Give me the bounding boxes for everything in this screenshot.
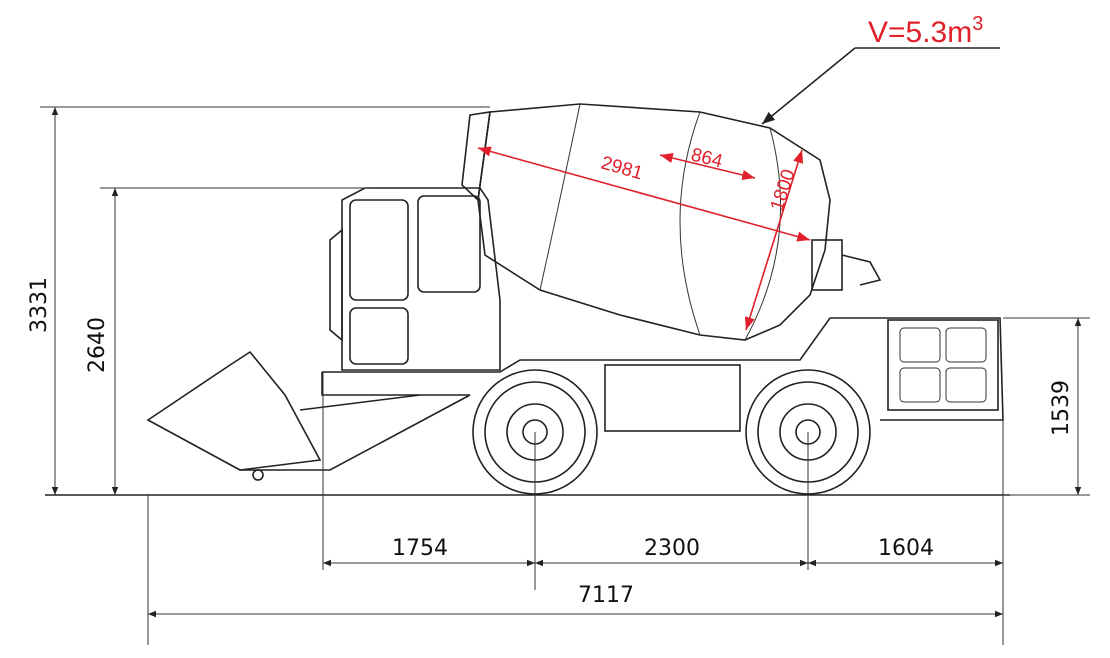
front-overhang-label: 1754	[392, 536, 448, 561]
wheelbase-label: 2300	[644, 536, 700, 561]
rear-height-label: 1539	[1049, 380, 1074, 436]
loader-bucket	[146, 350, 471, 481]
drum-annotations: 2981 864 1800 V=5.3m3	[477, 13, 1000, 331]
total-height-label: 3331	[27, 277, 52, 333]
cab	[329, 187, 501, 371]
drum-middle-label: 864	[689, 144, 725, 172]
height-dimensions: 3331 2640 1539	[27, 106, 1090, 496]
rear-overhang-label: 1604	[878, 536, 934, 561]
drum-length-label: 2981	[599, 153, 645, 185]
length-dimensions: 1754 2300 1604 7117	[147, 372, 1004, 645]
overall-length-label: 7117	[578, 583, 634, 608]
mixer-drum	[461, 103, 882, 341]
cab-height-label: 2640	[85, 317, 110, 373]
drum-diameter-label: 1800	[767, 167, 800, 214]
drum-volume-label: V=5.3m3	[868, 13, 983, 49]
chassis	[321, 317, 1004, 432]
